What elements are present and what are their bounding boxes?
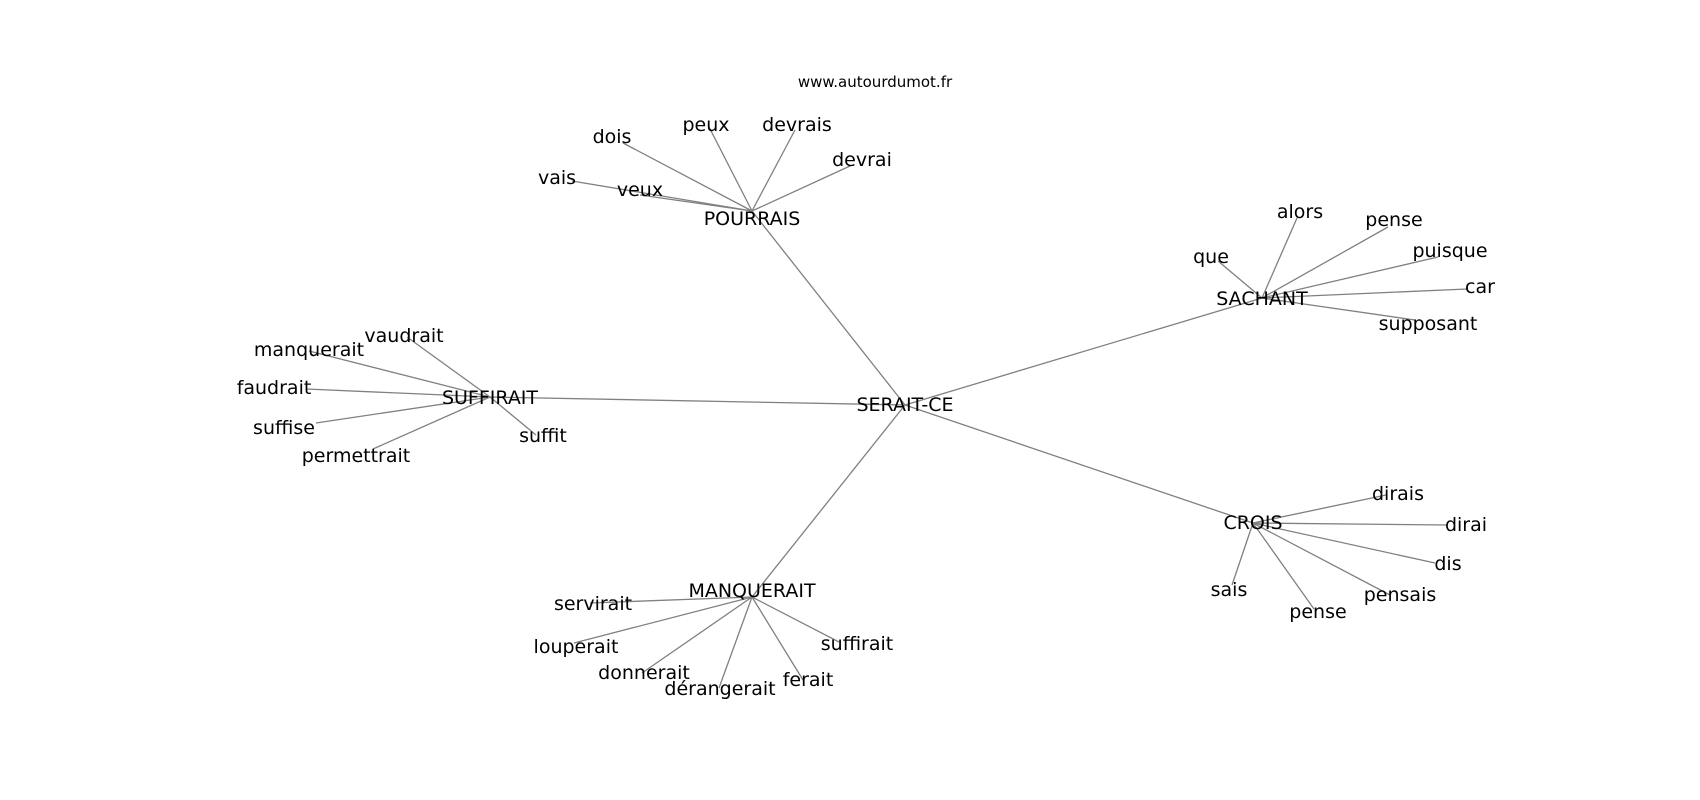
edge-hub-to-leaf — [489, 396, 537, 436]
leaf-node-label: pense — [1289, 601, 1346, 623]
edge-hub-to-leaf — [589, 596, 753, 604]
leaf-node-label: sais — [1211, 579, 1248, 601]
leaf-node-label: supposant — [1379, 313, 1478, 335]
watermark: www.autourdumot.fr — [798, 73, 953, 91]
leaf-node-label: manquerait — [254, 339, 364, 361]
leaf-node-label: permettrait — [302, 445, 411, 467]
edge-root-to-hub — [904, 404, 1254, 524]
leaf-node-label: ferait — [783, 669, 834, 691]
leaf-node-label: pensais — [1364, 584, 1437, 606]
edge-hub-to-leaf — [751, 596, 804, 681]
leaf-node-label: dis — [1434, 553, 1461, 575]
edge-hub-to-leaf — [751, 129, 796, 212]
edge-hub-to-leaf — [751, 165, 851, 212]
leaf-node-label: car — [1465, 276, 1495, 298]
edge-hub-to-leaf — [1261, 226, 1389, 299]
leaf-node-label: veux — [617, 179, 663, 201]
leaf-node-label: alors — [1277, 201, 1323, 223]
edge-hub-to-leaf — [1252, 522, 1436, 564]
leaf-node-label: dirai — [1445, 514, 1487, 536]
edge-hub-to-leaf — [315, 396, 491, 424]
hub-node-label: MANQUERAIT — [688, 580, 816, 602]
edge-root-to-hub — [904, 297, 1263, 406]
edge-hub-to-leaf — [707, 124, 753, 212]
edge-hub-to-leaf — [308, 350, 491, 398]
edge-hub-to-leaf — [1261, 297, 1416, 321]
leaf-node-label: dois — [593, 126, 632, 148]
hub-node-label: CROIS — [1223, 512, 1282, 534]
edge-hub-to-leaf — [639, 194, 753, 212]
leaf-node-label: vais — [538, 167, 576, 189]
leaf-node-label: peux — [682, 114, 729, 136]
leaf-node-label: pense — [1365, 209, 1422, 231]
edge-hub-to-leaf — [1252, 522, 1391, 596]
root-node-label: SERAIT-CE — [856, 394, 953, 416]
edge-hub-to-leaf — [1231, 522, 1254, 586]
edge-hub-to-leaf — [1261, 217, 1298, 299]
edge-hub-to-leaf — [406, 336, 491, 398]
edge-hub-to-leaf — [1252, 522, 1447, 526]
edge-hub-to-leaf — [751, 596, 840, 643]
edge-hub-to-leaf — [1252, 494, 1387, 524]
leaf-node-label: suffit — [519, 425, 567, 447]
edges — [305, 124, 1468, 689]
edge-hub-to-leaf — [641, 596, 753, 674]
leaf-node-label: dirais — [1372, 483, 1424, 505]
edge-hub-to-leaf — [571, 180, 753, 212]
edge-hub-to-leaf — [1261, 256, 1439, 299]
hub-node-label: SUFFIRAIT — [442, 387, 538, 409]
edge-root-to-hub — [751, 404, 906, 598]
leaf-node-label: faudrait — [237, 377, 312, 399]
leaf-node-label: suffise — [253, 417, 315, 439]
leaf-node-label: puisque — [1412, 240, 1487, 262]
edge-root-to-hub — [751, 210, 906, 406]
edge-root-to-hub — [489, 396, 906, 406]
leaf-node-label: devrais — [762, 114, 832, 136]
edge-hub-to-leaf — [1261, 288, 1468, 299]
leaf-node-label: devrai — [832, 149, 892, 171]
edge-hub-to-leaf — [573, 596, 753, 644]
edge-hub-to-leaf — [718, 596, 753, 689]
edge-hub-to-leaf — [372, 396, 491, 450]
leaf-node-label: dérangerait — [664, 678, 775, 700]
edge-hub-to-leaf — [1217, 260, 1263, 299]
edge-hub-to-leaf — [305, 388, 491, 398]
edge-hub-to-leaf — [1252, 522, 1315, 610]
hub-node-label: POURRAIS — [704, 208, 801, 230]
edge-hub-to-leaf — [622, 142, 753, 212]
leaf-node-label: vaudrait — [364, 325, 443, 347]
leaf-node-label: suffirait — [821, 633, 894, 655]
hub-node-label: SACHANT — [1216, 288, 1308, 310]
leaf-node-label: donnerait — [598, 662, 690, 684]
leaf-node-label: que — [1193, 246, 1229, 268]
leaf-node-label: servirait — [554, 593, 632, 615]
leaf-node-label: louperait — [534, 636, 619, 658]
